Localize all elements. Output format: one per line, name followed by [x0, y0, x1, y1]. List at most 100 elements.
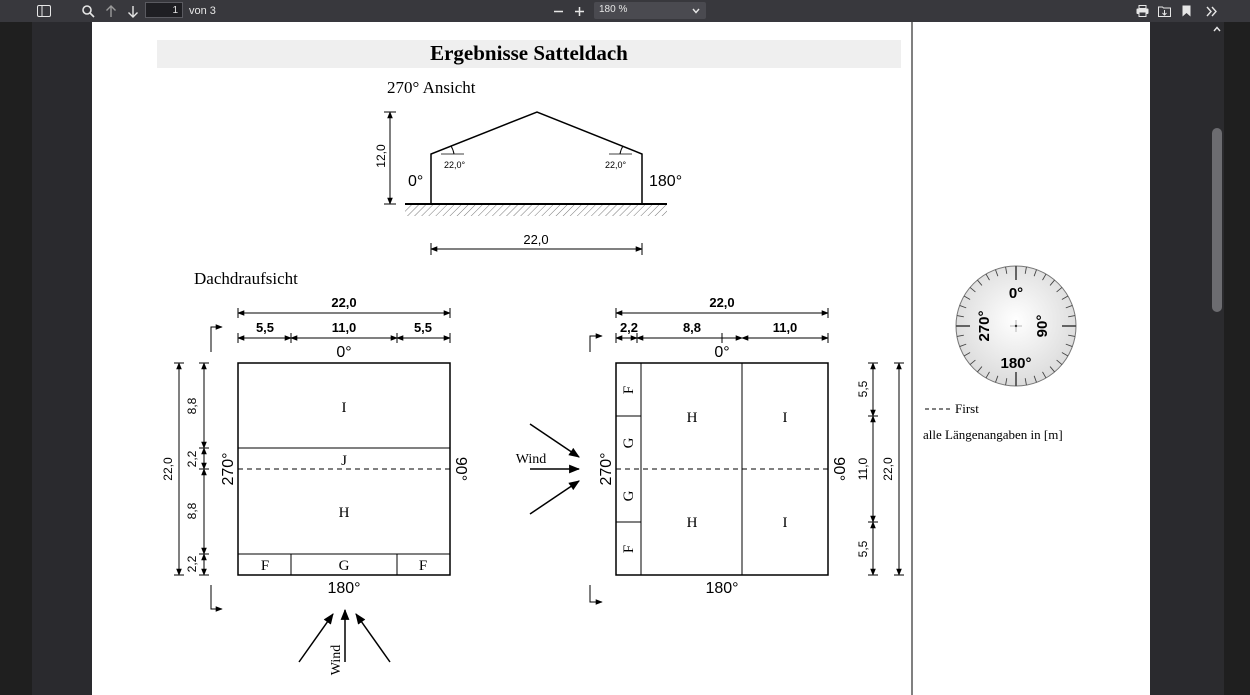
elevation-height-label: 12,0: [374, 144, 388, 168]
right-plan-right-seg-2: 11,0: [856, 457, 870, 480]
right-plan-top-seg-2: 8,8: [683, 320, 701, 335]
compass-tick: [969, 359, 976, 365]
compass-north-label: 0°: [1009, 285, 1023, 302]
left-zone-g: G: [339, 558, 350, 574]
page-total-label: von 3: [189, 5, 216, 17]
compass-west-label: 270°: [976, 310, 993, 341]
right-plan-dir-top: 0°: [714, 344, 729, 361]
right-plan-right-seg-1: 5,5: [856, 380, 870, 397]
sidebar-toggle-icon[interactable]: [34, 0, 54, 22]
compass-tick: [995, 375, 999, 383]
bookmark-icon[interactable]: [1178, 0, 1194, 22]
compass-tick: [1065, 305, 1073, 309]
left-zone-j: J: [341, 453, 347, 469]
title-banner: [157, 40, 901, 68]
units-note: alle Längenangaben in [m]: [923, 427, 1063, 442]
compass-tick: [956, 334, 964, 337]
compass-tick: [963, 352, 971, 357]
compass-tick: [959, 305, 967, 309]
zoom-in-icon[interactable]: [571, 0, 587, 22]
right-zone-i1: I: [783, 410, 788, 426]
document-title: Ergebnisse Satteldach: [430, 41, 628, 65]
compass-tick: [977, 366, 983, 373]
left-plan-left-seg-4: 2,2: [185, 555, 199, 572]
compass-rose: [955, 265, 1077, 387]
compass-tick: [1068, 334, 1076, 337]
right-zone-h1: H: [687, 410, 698, 426]
search-icon[interactable]: [79, 0, 97, 22]
page-number-input[interactable]: [145, 2, 183, 18]
left-plan-dir-right: 90°: [452, 457, 469, 481]
left-zone-f1: F: [261, 558, 269, 574]
compass-tick: [1005, 266, 1008, 274]
left-zone-i: I: [342, 400, 347, 416]
print-icon[interactable]: [1133, 0, 1151, 22]
compass-tick: [1024, 266, 1027, 274]
left-plan-drawing: [174, 308, 451, 663]
compass-east-label: 90°: [1034, 315, 1051, 338]
compass-tick: [969, 287, 976, 293]
elevation-left-direction: 0°: [408, 173, 423, 190]
right-zone-i2: I: [783, 515, 788, 531]
pdf-page: Ergebnisse Satteldach 270° Ansicht: [92, 22, 1150, 695]
right-wind-label: Wind: [516, 452, 547, 467]
left-wind-label: Wind: [329, 645, 344, 676]
zoom-out-icon[interactable]: [550, 0, 566, 22]
next-page-icon[interactable]: [124, 0, 142, 22]
elevation-left-angle: 22,0°: [444, 160, 466, 170]
chevron-down-icon: [692, 8, 700, 14]
left-plan-top-seg-1: 5,5: [256, 320, 274, 335]
compass-tick: [985, 273, 990, 281]
right-plan-dir-right: 90°: [830, 457, 847, 481]
scroll-up-icon[interactable]: [1213, 26, 1221, 32]
right-zone-g2: G: [621, 490, 637, 501]
right-gutter: [1224, 22, 1250, 695]
compass-tick: [1005, 378, 1008, 386]
compass-tick: [995, 269, 999, 277]
compass-tick: [1056, 287, 1063, 293]
compass-tick: [1042, 371, 1047, 379]
elevation-right-direction: 180°: [649, 173, 682, 190]
elevation-right-angle: 22,0°: [605, 160, 627, 170]
compass-tick: [1068, 315, 1076, 318]
compass-tick: [1065, 343, 1073, 347]
previous-page-icon[interactable]: [102, 0, 120, 22]
vertical-scrollbar[interactable]: [1210, 22, 1224, 695]
elevation-drawing: [384, 111, 667, 255]
right-plan-top-seg-1: 2,2: [620, 320, 638, 335]
right-plan-dir-left: 270°: [598, 452, 615, 485]
left-plan-dir-left: 270°: [220, 452, 237, 485]
compass-tick: [1042, 273, 1047, 281]
page-content: Ergebnisse Satteldach 270° Ansicht: [157, 22, 1077, 695]
left-plan-top-seg-3: 5,5: [414, 320, 432, 335]
save-icon[interactable]: [1155, 0, 1173, 22]
right-zone-h2: H: [687, 515, 698, 531]
scroll-thumb[interactable]: [1212, 128, 1222, 312]
left-plan-dir-top: 0°: [336, 344, 351, 361]
compass-tick: [1024, 378, 1027, 386]
compass-tick: [1056, 359, 1063, 365]
left-zone-f2: F: [419, 558, 427, 574]
left-plan-dir-bottom: 180°: [327, 580, 360, 597]
plan-heading: Dachdraufsicht: [194, 269, 298, 288]
document-viewer[interactable]: Ergebnisse Satteldach 270° Ansicht: [32, 22, 1210, 695]
right-plan-top-seg-3: 11,0: [773, 320, 798, 335]
right-zone-f1: F: [621, 386, 637, 394]
compass-tick: [985, 371, 990, 379]
compass-south-label: 180°: [1000, 355, 1031, 372]
more-tools-icon[interactable]: [1203, 0, 1221, 22]
left-plan-top-seg-2: 11,0: [332, 320, 357, 335]
zoom-select[interactable]: 180 %: [594, 2, 706, 19]
right-zone-f2: F: [621, 545, 637, 553]
compass-tick: [959, 343, 967, 347]
left-plan-left-seg-3: 8,8: [185, 502, 199, 519]
right-plan-right-seg-3: 5,5: [856, 540, 870, 557]
compass-tick: [1033, 375, 1037, 383]
pdf-toolbar: von 3 180 %: [0, 0, 1250, 22]
compass-tick: [956, 315, 964, 318]
elevation-width-label: 22,0: [523, 232, 548, 247]
elevation-heading: 270° Ansicht: [387, 78, 476, 97]
left-gutter: [0, 22, 32, 695]
left-zone-h: H: [339, 505, 350, 521]
compass-tick: [963, 295, 971, 300]
